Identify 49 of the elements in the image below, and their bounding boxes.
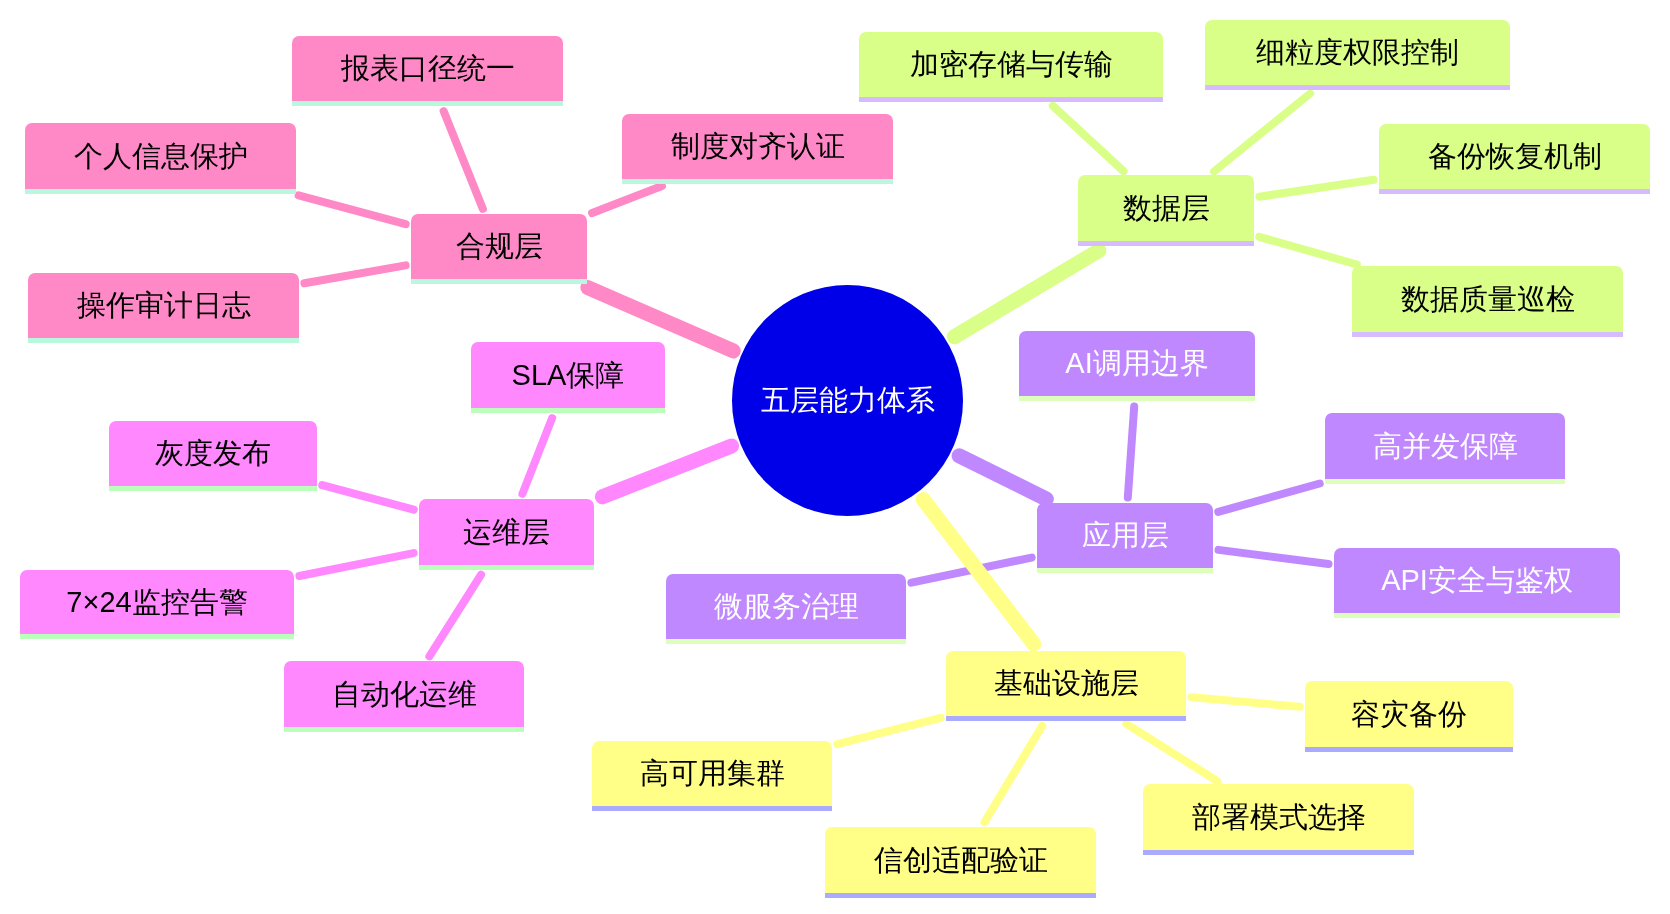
- connector-line: [518, 414, 557, 498]
- connector-line: [318, 481, 418, 514]
- topic-box: 容灾备份: [1305, 681, 1513, 752]
- connector-line: [439, 107, 487, 213]
- topic-box: 合规层: [411, 214, 587, 284]
- connector-line: [1122, 719, 1222, 786]
- connector-line: [907, 553, 1036, 587]
- topic-box: 灰度发布: [109, 421, 317, 491]
- topic-box: 备份恢复机制: [1379, 124, 1650, 194]
- topic-box: API安全与鉴权: [1334, 548, 1620, 618]
- connector-line: [594, 438, 740, 505]
- topic-box: 运维层: [419, 499, 594, 570]
- topic-box: 自动化运维: [284, 661, 524, 732]
- topic-box: 微服务治理: [666, 574, 906, 644]
- connector-line: [300, 261, 410, 288]
- topic-box: 数据质量巡检: [1352, 266, 1623, 337]
- connector-line: [294, 191, 410, 229]
- topic-box: 加密存储与传输: [859, 32, 1163, 102]
- topic-box: 7×24监控告警: [20, 570, 294, 639]
- connector-line: [1214, 545, 1333, 568]
- connector-line: [915, 491, 1042, 652]
- connector-line: [1255, 232, 1361, 269]
- topic-box: 操作审计日志: [28, 273, 299, 343]
- topic-box: 高可用集群: [592, 741, 832, 811]
- topic-box: 信创适配验证: [825, 827, 1096, 898]
- topic-box: 报表口径统一: [292, 36, 563, 106]
- connector-line: [295, 549, 418, 580]
- connector-line: [951, 448, 1054, 507]
- connector-line: [1214, 479, 1324, 516]
- topic-box: AI调用边界: [1019, 331, 1255, 401]
- topic-box: 细粒度权限控制: [1205, 20, 1510, 90]
- connector-line: [580, 280, 741, 359]
- topic-box: 制度对齐认证: [622, 114, 893, 184]
- connector-line: [588, 182, 666, 217]
- connector-line: [1123, 402, 1139, 502]
- topic-box: 数据层: [1078, 175, 1254, 246]
- topic-box: SLA保障: [471, 342, 665, 413]
- topic-box: 基础设施层: [946, 651, 1186, 721]
- topic-box: 个人信息保护: [25, 123, 296, 194]
- connector-line: [980, 721, 1047, 827]
- topic-box: 高并发保障: [1325, 413, 1565, 484]
- connector-line: [1048, 101, 1128, 176]
- connector-line: [833, 713, 945, 749]
- connector-line: [1187, 693, 1304, 711]
- topic-box: 部署模式选择: [1143, 784, 1414, 855]
- connector-line: [425, 570, 486, 661]
- connector-line: [1210, 89, 1315, 176]
- topic-box: 应用层: [1037, 503, 1213, 573]
- connector-line: [1255, 175, 1378, 201]
